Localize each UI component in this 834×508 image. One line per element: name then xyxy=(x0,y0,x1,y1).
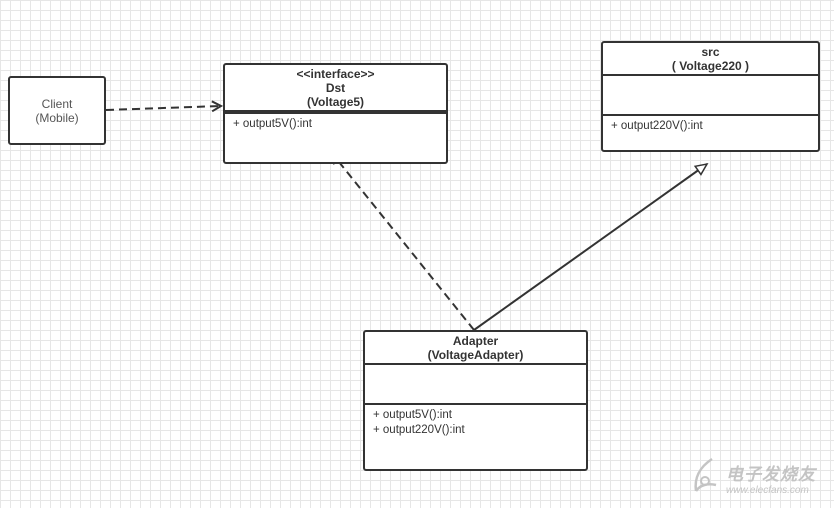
elecfans-logo-icon xyxy=(694,457,717,492)
dst-header: <<interface>> Dst (Voltage5) xyxy=(225,65,446,112)
adapter-operation: + output5V():int xyxy=(373,409,452,421)
src-name: src xyxy=(701,44,720,59)
dst-attributes xyxy=(225,112,446,114)
adapter-subtitle: (VoltageAdapter) xyxy=(427,347,524,362)
dst-operations: + output5V():int xyxy=(225,114,446,132)
inheritance-adapter-to-src xyxy=(473,162,709,331)
watermark-brand: 电子发烧友 xyxy=(726,465,816,484)
dst-operation: + output5V():int xyxy=(233,118,312,130)
elecfans-watermark: 电子发烧友 www.elecfans.com xyxy=(686,455,826,503)
src-operations: + output220V():int xyxy=(603,116,818,134)
watermark-url: www.elecfans.com xyxy=(726,485,809,496)
dst-subtitle: (Voltage5) xyxy=(306,94,365,109)
adapter-attributes xyxy=(365,365,586,405)
client-node[interactable]: Client (Mobile) xyxy=(8,76,106,145)
src-class-box[interactable]: src ( Voltage220 ) + output220V():int xyxy=(601,41,820,152)
src-header: src ( Voltage220 ) xyxy=(603,43,818,76)
src-subtitle: ( Voltage220 ) xyxy=(671,58,750,73)
adapter-operation: + output220V():int xyxy=(373,424,465,436)
adapter-class-box[interactable]: Adapter (VoltageAdapter) + output5V():in… xyxy=(363,330,588,471)
realization-adapter-to-dst xyxy=(329,150,475,331)
dst-interface-box[interactable]: <<interface>> Dst (Voltage5) + output5V(… xyxy=(223,63,448,164)
dst-stereotype: <<interface>> xyxy=(296,66,375,81)
dst-name: Dst xyxy=(325,80,346,95)
dependency-client-to-dst xyxy=(105,106,221,110)
client-label: Client xyxy=(41,96,73,111)
adapter-header: Adapter (VoltageAdapter) xyxy=(365,332,586,365)
adapter-name: Adapter xyxy=(452,333,499,348)
client-sublabel: (Mobile) xyxy=(35,110,79,125)
src-attributes xyxy=(603,76,818,116)
adapter-operations: + output5V():int + output220V():int xyxy=(365,405,586,438)
src-operation: + output220V():int xyxy=(611,120,703,132)
